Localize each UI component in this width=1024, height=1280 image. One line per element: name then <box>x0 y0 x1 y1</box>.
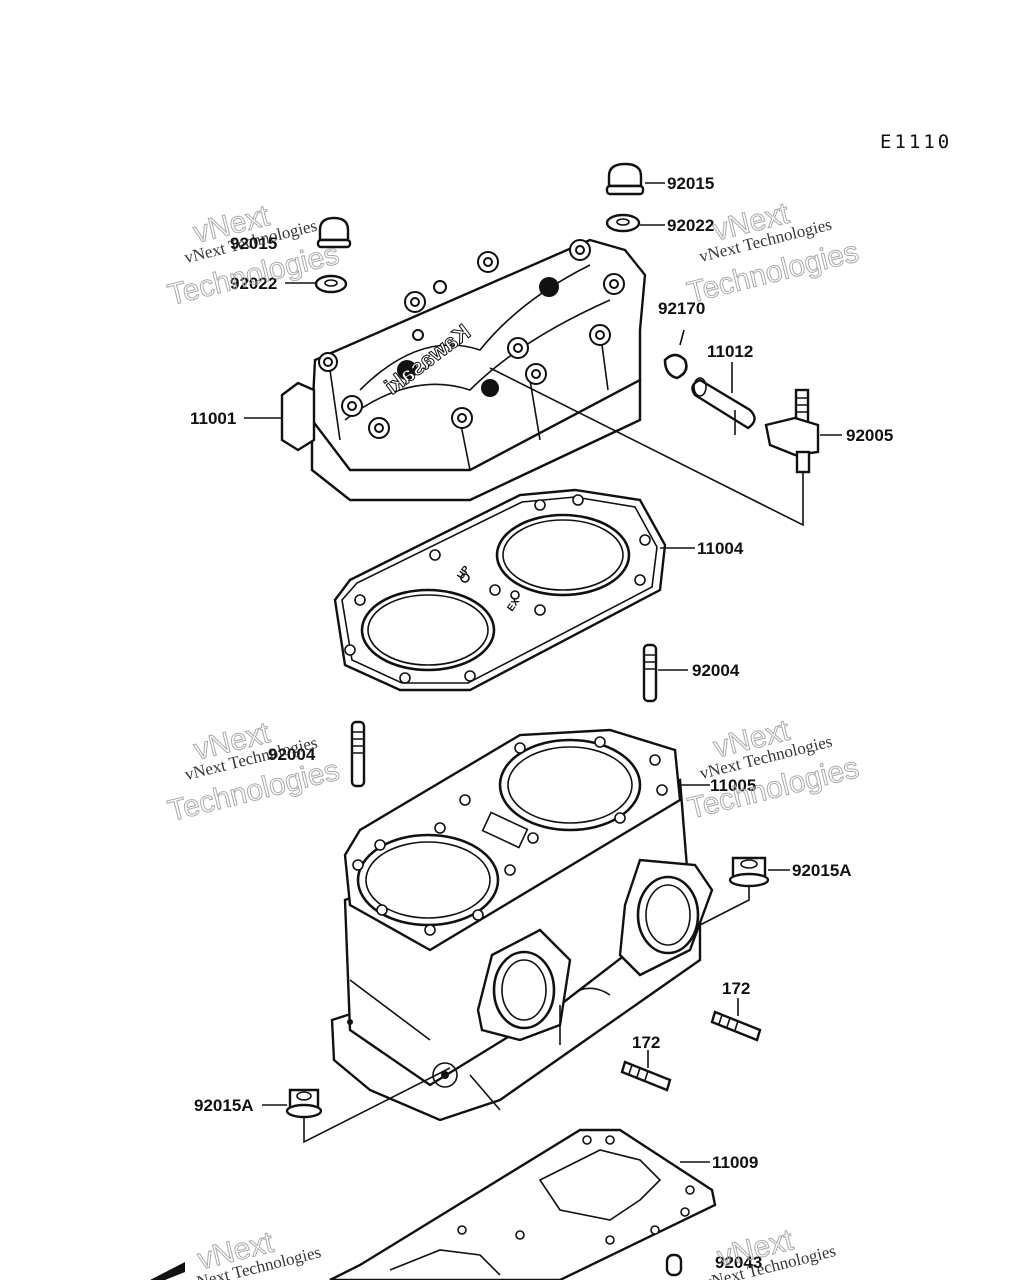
cylinder-block-11005 <box>330 728 714 1122</box>
label-92005: 92005 <box>846 426 893 445</box>
label-11005: 11005 <box>710 776 756 795</box>
cylinder-head-11001: Kawasaki <box>280 238 647 502</box>
label-92170: 92170 <box>658 299 705 318</box>
watermark-top-right: vNext vNext Technologies Technologies <box>684 196 863 310</box>
washer-92022-top <box>605 213 641 233</box>
watermark-mid-left: vNext vNext Technologies Technologies <box>164 716 343 829</box>
stud-172-b <box>620 1060 672 1092</box>
label-11012: 11012 <box>707 342 753 361</box>
partial-part-edge <box>150 1262 185 1280</box>
label-11004: 11004 <box>697 539 744 558</box>
label-172-a: 172 <box>722 979 750 998</box>
stud-92004-left <box>350 720 366 788</box>
label-92004-right: 92004 <box>692 661 740 680</box>
label-172-b: 172 <box>632 1033 660 1052</box>
label-92022-left: 92022 <box>230 274 277 293</box>
base-gasket-11009 <box>329 1128 717 1280</box>
head-gasket-11004: UP EX <box>333 488 667 692</box>
label-11009: 11009 <box>712 1153 758 1172</box>
label-92015-left: 92015 <box>230 234 277 253</box>
label-92043: 92043 <box>715 1253 762 1272</box>
cap-nut-92015-top <box>605 162 645 196</box>
watermark-bottom-left: vNext vNext Technologies <box>187 1225 323 1280</box>
pin-92043 <box>665 1253 683 1277</box>
label-92004-left: 92004 <box>268 745 316 764</box>
clamp-92170 <box>663 329 688 380</box>
stud-172-a <box>710 1010 762 1042</box>
watermark-mid-right: vNext vNext Technologies Technologies <box>684 713 863 826</box>
diagram-code: E1110 <box>880 131 952 153</box>
stud-92004-right <box>642 643 658 703</box>
label-92015-top: 92015 <box>667 174 714 193</box>
label-92022-top: 92022 <box>667 216 714 235</box>
cap-nut-92015-left <box>316 216 352 249</box>
flange-nut-92015A-left <box>285 1088 323 1119</box>
watermark-top-left: vNext vNext Technologies Technologies <box>164 199 343 313</box>
watermark-bottom-right: vNext vNext Technologies <box>701 1223 837 1280</box>
label-11001: 11001 <box>190 409 236 428</box>
pipe-11012 <box>691 377 756 435</box>
label-92015A-left: 92015A <box>194 1096 254 1115</box>
elbow-fitting-92005 <box>764 388 820 474</box>
flange-nut-92015A-right <box>728 856 770 888</box>
washer-92022-left <box>314 274 348 294</box>
label-92015A-right: 92015A <box>792 861 852 880</box>
